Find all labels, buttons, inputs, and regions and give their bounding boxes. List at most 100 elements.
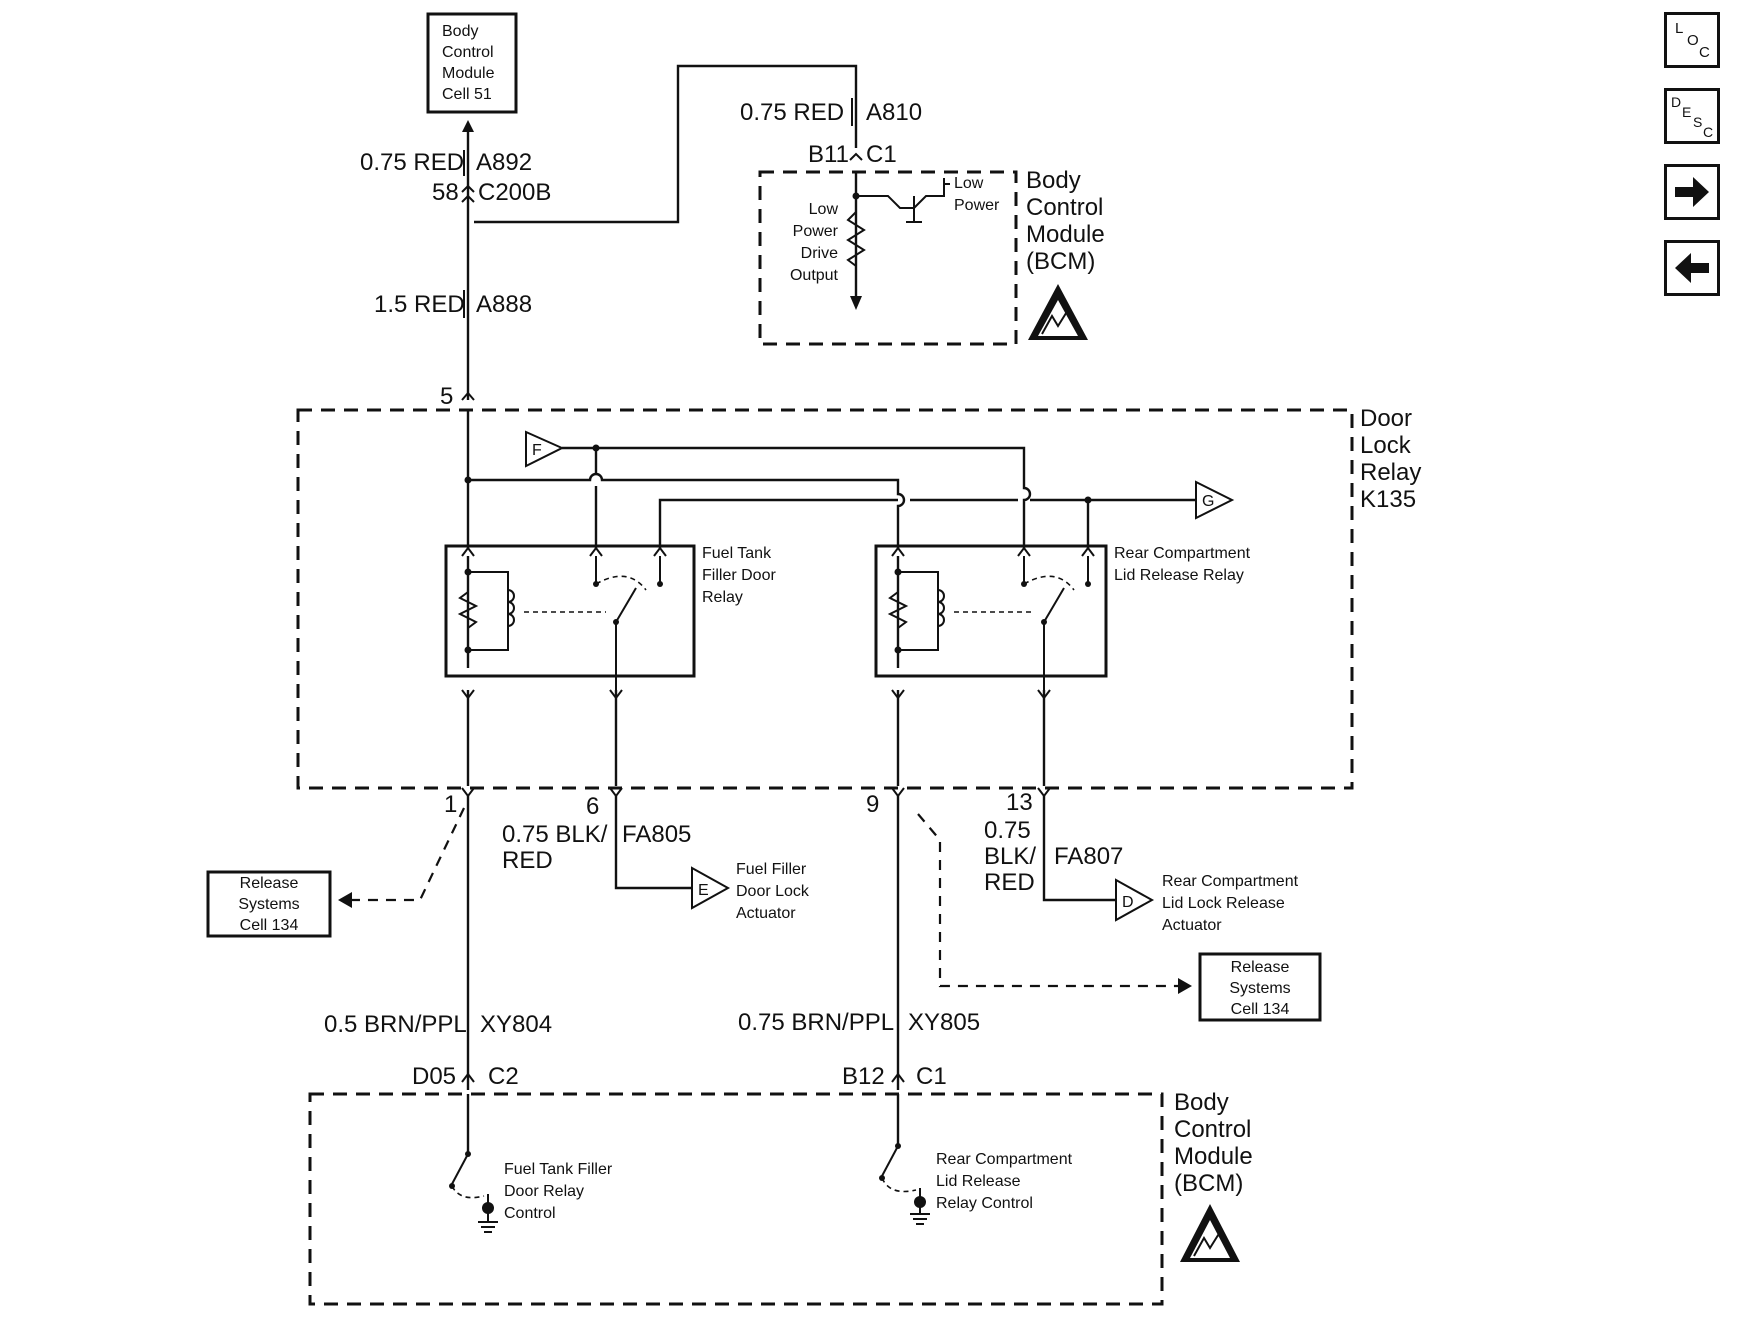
output-label: Drive [801,245,838,262]
circuit-label: XY805 [908,1009,980,1036]
actuator-label: Actuator [1162,917,1222,934]
wire-gauge-label: 0.75 BRN/PPL [738,1009,894,1036]
connector-pin5-icon [461,391,475,401]
actuator-label: Lid Lock Release [1162,895,1285,912]
ground-icon [478,1221,498,1233]
bcm-top: Low Power Low Power Drive Output [758,170,1018,346]
bcm-title: Module [1026,221,1105,248]
ref-bcm-cell51[interactable]: Body Control Module Cell 51 [426,12,518,114]
relay-title: Lock [1360,432,1412,459]
tag-g-icon [1195,480,1235,520]
tag-f-label: F [532,442,542,459]
pin-label: B12 [842,1063,885,1090]
pin-label: 9 [866,791,879,818]
pin-label: 1 [444,791,457,818]
fuel-relay-label: Relay [702,589,743,606]
connector-c200b-icon [461,184,475,193]
ref-release-line: Cell 134 [1231,1001,1290,1018]
dashed-link-left [338,807,465,908]
control-label: Control [504,1205,556,1222]
relay-title: Relay [1360,459,1421,486]
connector-label: C1 [916,1063,947,1090]
rear-relay-label: Lid Release Relay [1114,567,1244,584]
bcm-bottom-internals [449,1094,930,1233]
prev-button[interactable] [1664,240,1720,296]
desc-icon: D E S C [1671,94,1713,140]
desc-letter: S [1693,114,1702,130]
tag-d-label: D [1122,894,1134,911]
rear-relay [874,544,1108,690]
ref-bcm-cell51-line: Module [442,65,495,82]
actuator-label: Actuator [736,905,796,922]
wire-gauge-label: 0.75 RED [360,149,464,176]
wire-gauge-label: 1.5 RED [374,291,465,318]
low-power-label: Low [954,175,984,192]
fuel-relay-label: Fuel Tank [702,545,772,562]
pin-label: B11 [808,141,849,168]
fuel-relay [444,544,696,690]
connector-label: C200B [478,179,551,206]
arrow-left-small-icon [338,892,352,908]
bcm-title: (BCM) [1174,1170,1243,1197]
wire-gauge-label: 0.75 BLK/ [502,821,608,848]
connector-d05-icon [461,1072,475,1083]
ref-release-right[interactable]: Release Systems Cell 134 [1198,952,1322,1022]
pin-label: 58 [432,179,459,206]
relay-title: K135 [1360,486,1416,513]
ref-release-line: Release [240,875,299,892]
door-lock-relay-box [296,408,1354,790]
switch-icon [451,1153,469,1185]
connector-b12-icon [891,1072,905,1083]
wire-xy804-xy805 [461,796,905,1090]
bcm-title: Control [1174,1116,1251,1143]
wire-a888-a892 [461,64,863,401]
loc-letter: C [1699,44,1710,61]
desc-letter: C [1703,124,1713,140]
loc-icon: L O C [1675,20,1710,61]
actuator-label: Door Lock [736,883,810,900]
bcm-title: Body [1026,167,1081,194]
resistor-icon [457,591,479,629]
connector-b11-icon [849,152,863,161]
wire-gauge-label: 0.75 RED [740,99,844,126]
loc-letter: L [1675,20,1683,37]
actuator-label: Rear Compartment [1162,873,1299,890]
next-button[interactable] [1664,164,1720,220]
coil-icon [507,589,515,627]
ref-release-left[interactable]: Release Systems Cell 134 [206,870,332,938]
rear-relay-label: Rear Compartment [1114,545,1251,562]
wire-gauge-label: 0.5 BRN/PPL [324,1011,467,1038]
wire-gauge-label: RED [984,869,1035,896]
wire-fa805: E [614,796,731,910]
tag-d-icon [1115,878,1155,922]
actuator-label: Fuel Filler [736,861,807,878]
loc-letter: O [1687,32,1699,49]
ref-bcm-cell51-line: Body [442,23,478,40]
bcm-bottom-box [308,1092,1164,1306]
tag-e-label: E [698,882,709,899]
ref-bcm-cell51-line: Control [442,44,494,61]
esd-warning-icon [1180,1204,1240,1262]
desc-button[interactable]: D E S C [1664,88,1720,144]
relay-internal-wiring: F G [461,410,1235,786]
circuit-label: FA807 [1054,843,1123,870]
circuit-label: FA805 [622,821,691,848]
desc-letter: E [1682,104,1691,120]
arrow-up-icon [462,120,474,132]
ref-release-line: Release [1231,959,1290,976]
pin-label: 13 [1006,789,1033,816]
low-power-label: Power [954,197,1000,214]
resistor-icon [887,591,909,629]
relay-title: Door [1360,405,1412,432]
pin-label: 5 [440,383,453,410]
wire-gauge-label: BLK/ [984,843,1036,870]
ref-release-line: Systems [1229,980,1290,997]
pin-label: 6 [586,793,599,820]
tag-e-icon [691,866,731,910]
fuel-relay-label: Filler Door [702,567,776,584]
loc-button[interactable]: L O C [1664,12,1720,68]
connector-label: C1 [866,141,897,168]
arrow-down-icon [850,296,862,310]
resistor-icon [846,211,866,267]
